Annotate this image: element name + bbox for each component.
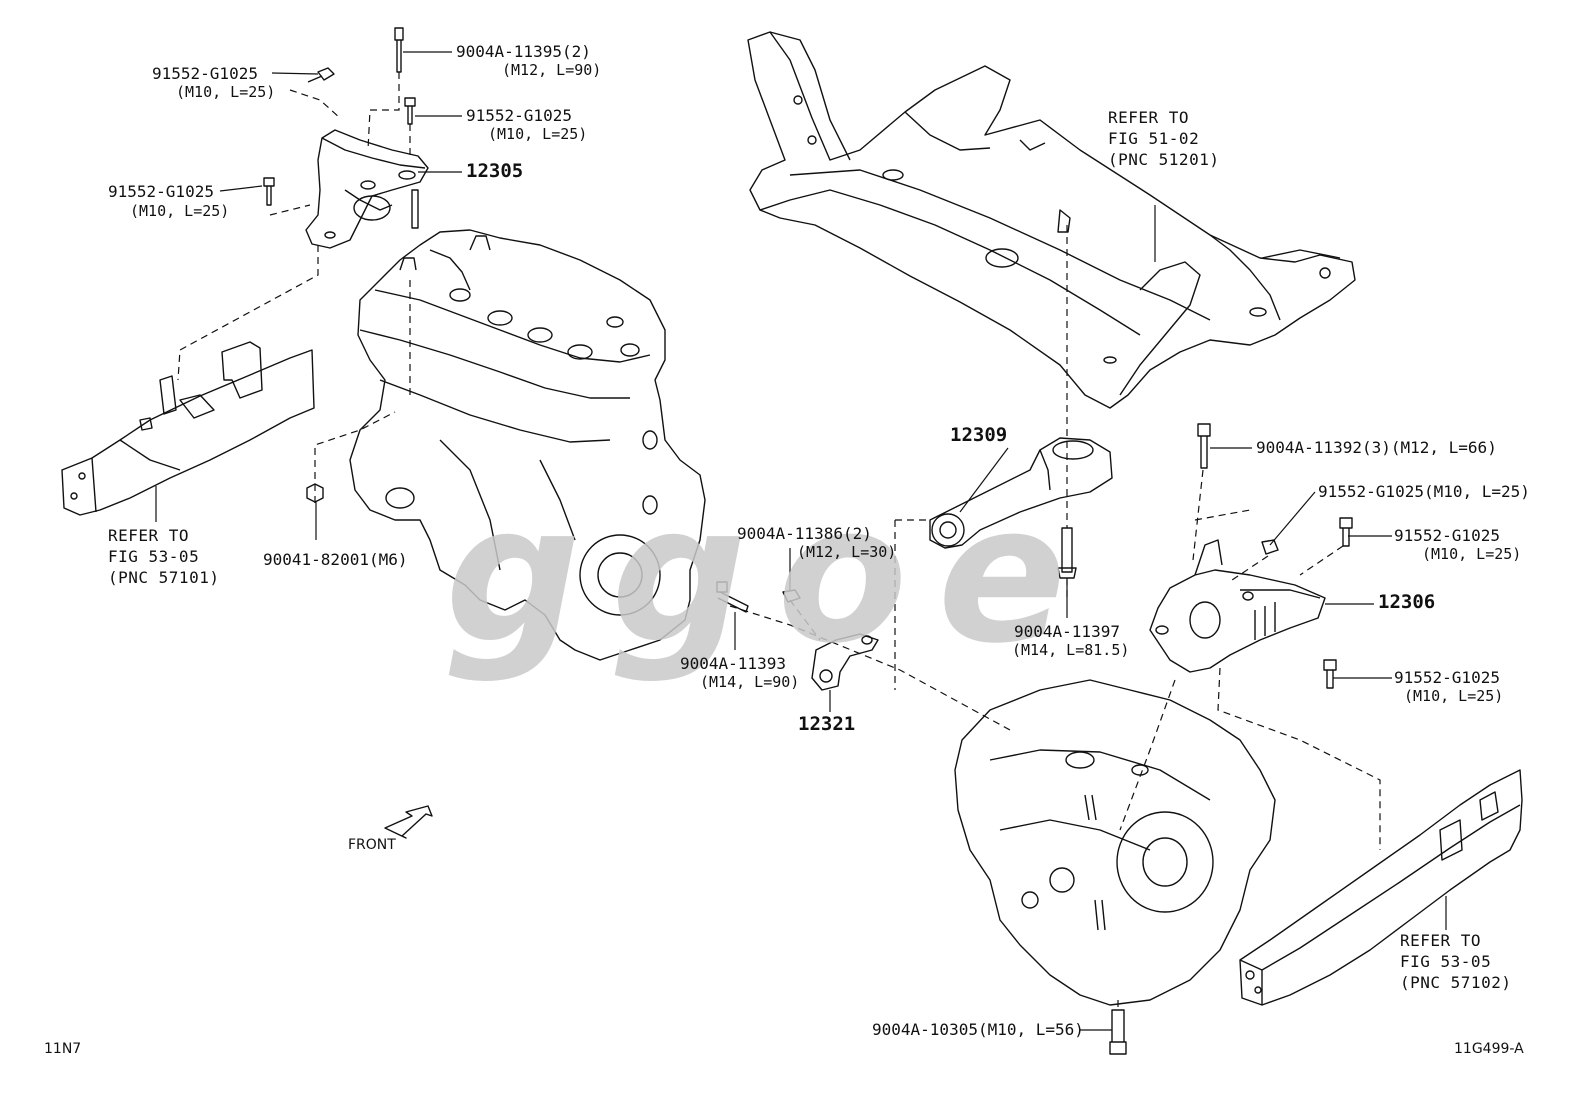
callout-bolt-right-2-part: 91552-G1025 (1394, 526, 1500, 545)
ref-left-member-line-3: (PNC 57101) (108, 568, 220, 587)
callout-bolt-top-center-part: 9004A-11395(2) (456, 42, 591, 61)
callout-bolt-top-right-part: 91552-G1025 (466, 106, 572, 125)
callout-bolt-top-center-spec: (M12, L=90) (502, 61, 602, 79)
callout-bolt-top-right-spec: (M10, L=25) (488, 125, 588, 143)
engine-assembly (349, 229, 706, 661)
callout-bolt-11386-spec: (M12, L=30) (797, 543, 897, 561)
callout-bolt-top-left-spec: (M10, L=25) (176, 83, 276, 101)
callout-bolt-11393-part: 9004A-11393 (680, 654, 786, 673)
bolts-upper-left (263, 27, 419, 229)
ref-crossmember-line-2: FIG 51-02 (1108, 129, 1200, 148)
callout-bolt-11386-part: 9004A-11386(2) (737, 524, 872, 543)
bolts-center (716, 527, 1077, 613)
svg-text:ggoe: ggoe (445, 464, 1096, 685)
transmission-mount-12306 (1149, 539, 1326, 673)
solid-leaders (155, 51, 1447, 1031)
callout-mount-12306: 12306 (1378, 591, 1436, 613)
callout-bolt-left-mid-spec: (M10, L=25) (130, 202, 230, 220)
callout-mount-12305: 12305 (466, 160, 524, 182)
front-crossmember (747, 31, 1356, 409)
torque-rod-12309 (929, 437, 1113, 549)
front-label: FRONT (348, 837, 396, 853)
ref-right-member-line-1: REFER TO (1400, 931, 1482, 950)
callout-bolt-11397-spec: (M14, L=81.5) (1012, 641, 1130, 659)
transaxle-assembly (954, 679, 1276, 1006)
ref-crossmember-line-1: REFER TO (1108, 108, 1190, 127)
callout-bolt-11397-part: 9004A-11397 (1014, 622, 1120, 641)
ref-crossmember-line-3: (PNC 51201) (1108, 150, 1220, 169)
front-arrow-icon (384, 805, 433, 839)
callout-bolt-top-left-part: 91552-G1025 (152, 64, 258, 83)
ref-right-member-line-2: FIG 53-05 (1400, 952, 1492, 971)
callout-bolt-11393-spec: (M14, L=90) (700, 673, 800, 691)
watermark: ggoe (445, 464, 1096, 685)
callout-bolt-right-3-spec: (M10, L=25) (1404, 687, 1504, 705)
callout-bolt-11392: 9004A-11392(3)(M12, L=66) (1256, 438, 1497, 457)
left-side-member (61, 341, 315, 516)
bracket-12321 (811, 633, 879, 691)
ref-left-member-line-1: REFER TO (108, 526, 190, 545)
callout-nut-90041: 90041-82001(M6) (263, 550, 408, 569)
ref-left-member-line-2: FIG 53-05 (108, 547, 200, 566)
callout-bolt-right-1: 91552-G1025(M10, L=25) (1318, 482, 1530, 501)
ref-right-member-line-3: (PNC 57102) (1400, 973, 1512, 992)
callout-bracket-12321: 12321 (798, 713, 856, 735)
footer-diagram-id-left: 11N7 (44, 1041, 82, 1057)
right-side-member (1239, 769, 1523, 1006)
callout-rod-12309: 12309 (950, 424, 1008, 446)
engine-mount-12305 (305, 129, 429, 249)
callout-bolt-right-3-part: 91552-G1025 (1394, 668, 1500, 687)
dashed-leaders (177, 72, 1381, 1010)
callout-bolt-right-2-spec: (M10, L=25) (1422, 545, 1522, 563)
footer-diagram-id-right: 11G499-A (1454, 1041, 1524, 1057)
callout-bolt-left-mid-part: 91552-G1025 (108, 182, 214, 201)
callout-bolt-10305: 9004A-10305(M10, L=56) (872, 1020, 1084, 1039)
bolts-right (1109, 423, 1353, 1055)
